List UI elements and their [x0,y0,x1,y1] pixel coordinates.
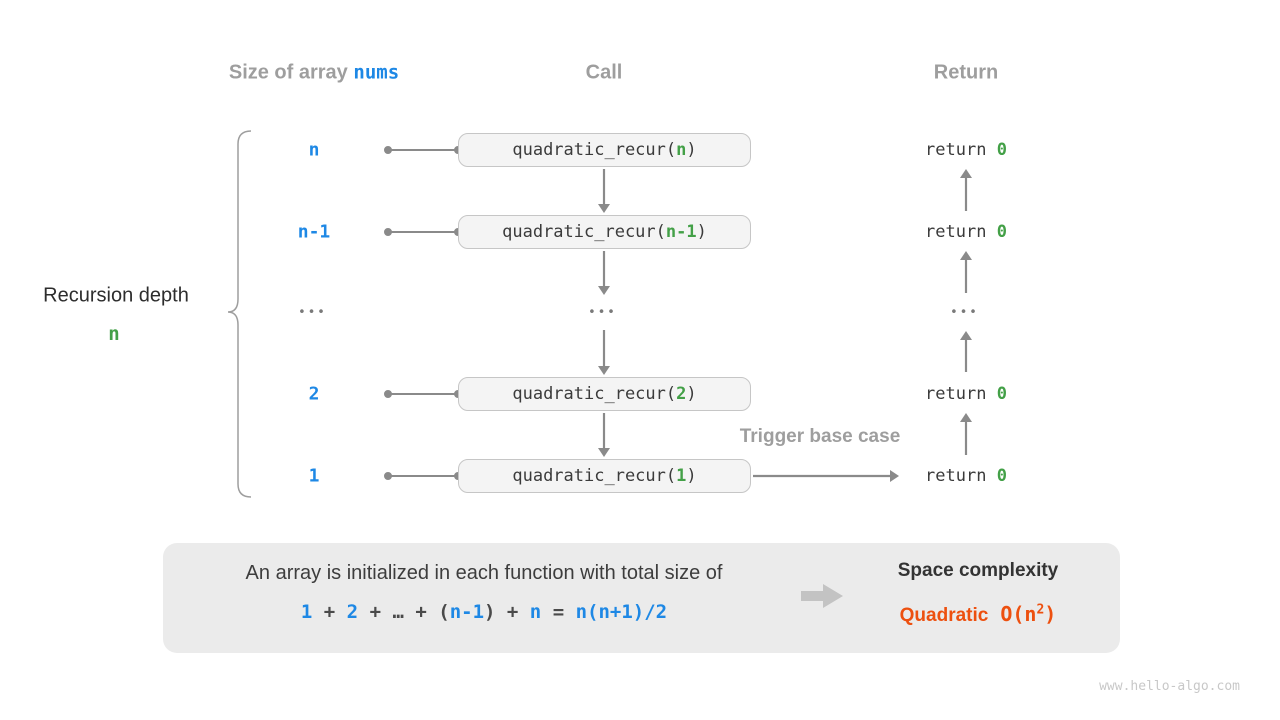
summary-text: An array is initialized in each function… [245,562,723,584]
size-label-n: n [308,139,320,161]
right-block-arrow-icon [801,584,843,608]
header-return: Return [933,61,999,84]
recursion-depth-brace [227,130,252,498]
call-box-n-1: quadratic_recur(n-1) [458,215,751,249]
space-complexity-title: Space complexity [897,560,1059,581]
size-to-call-connectors [384,146,462,480]
big-o-notation: O(n2) [1000,602,1057,626]
watermark: www.hello-algo.com [1099,679,1240,694]
return-statement: return 0 [925,466,1007,486]
size-label-1: 1 [308,465,320,487]
return-statement: return 0 [925,140,1007,160]
base-case-arrow [753,470,899,482]
call-box-2: quadratic_recur(2) [458,377,751,411]
call-box-n: quadratic_recur(n) [458,133,751,167]
return-statement: return 0 [925,222,1007,242]
return-statement: return 0 [925,384,1007,404]
call-box-1: quadratic_recur(1) [458,459,751,493]
size-label-n-1: n-1 [297,221,331,243]
header-size-of-array: Size of array nums [228,61,400,84]
size-ellipsis: ••• [299,303,329,319]
summary-panel: An array is initialized in each function… [163,543,1120,653]
trigger-base-case-label: Trigger base case [739,426,901,447]
summary-formula: 1 + 2 + … + (n-1) + n = n(n+1)/2 [300,601,668,623]
size-label-2: 2 [308,383,320,405]
return-ellipsis: ••• [951,303,981,319]
call-ellipsis: ••• [589,303,619,319]
recursion-depth-value: n [108,323,120,345]
header-call: Call [585,61,623,84]
header-nums-code: nums [353,61,400,84]
recursion-depth-label: Recursion depth [43,284,189,307]
